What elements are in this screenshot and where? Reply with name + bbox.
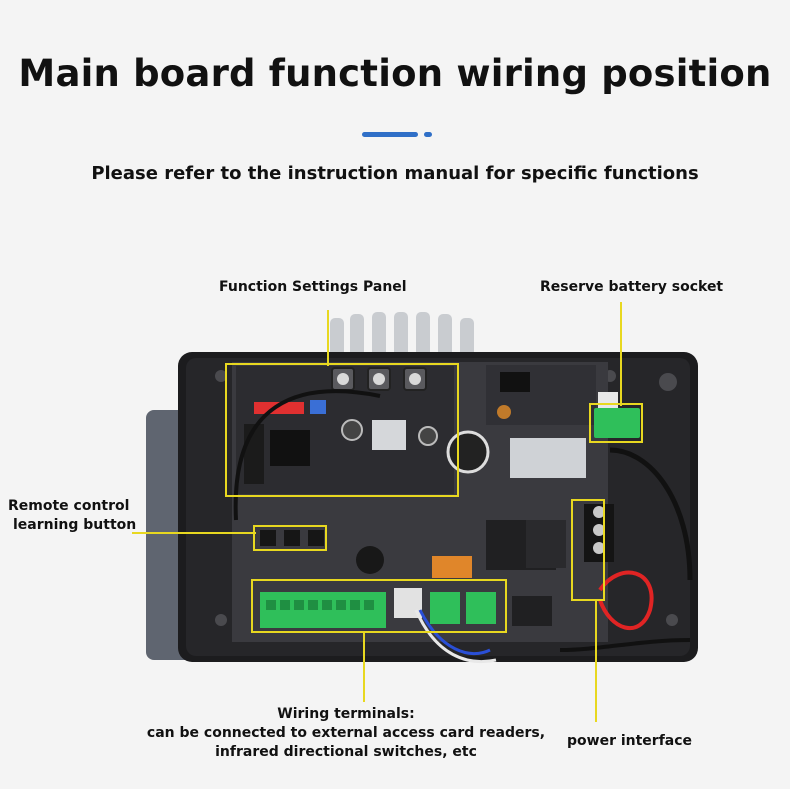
- label-remote-learning-line2: learning button: [13, 517, 137, 533]
- label-reserve-battery: Reserve battery socket: [540, 279, 724, 295]
- title-divider-dot: [424, 132, 432, 137]
- title-divider: [362, 132, 418, 137]
- label-wiring-terminals-line3: infrared directional switches, etc: [215, 744, 477, 760]
- page-title: Main board function wiring position: [18, 52, 772, 95]
- label-wiring-terminals-line1: Wiring terminals:: [277, 706, 415, 722]
- label-remote-learning: Remote control learning button: [8, 497, 136, 535]
- callout-line-function-settings: [327, 310, 329, 366]
- callout-line-reserve-battery: [620, 302, 622, 406]
- label-remote-learning-line1: Remote control: [8, 498, 130, 514]
- callout-line-remote-learning: [132, 532, 256, 534]
- label-wiring-terminals-line2: can be connected to external access card…: [146, 725, 546, 741]
- callout-line-power-interface: [595, 600, 597, 722]
- label-power-interface: power interface: [567, 733, 693, 749]
- callout-line-wiring-terminals: [363, 632, 365, 702]
- label-wiring-terminals: Wiring terminals: can be connected to ex…: [136, 705, 556, 762]
- page-subtitle: Please refer to the instruction manual f…: [91, 163, 699, 184]
- label-function-settings: Function Settings Panel: [219, 279, 407, 295]
